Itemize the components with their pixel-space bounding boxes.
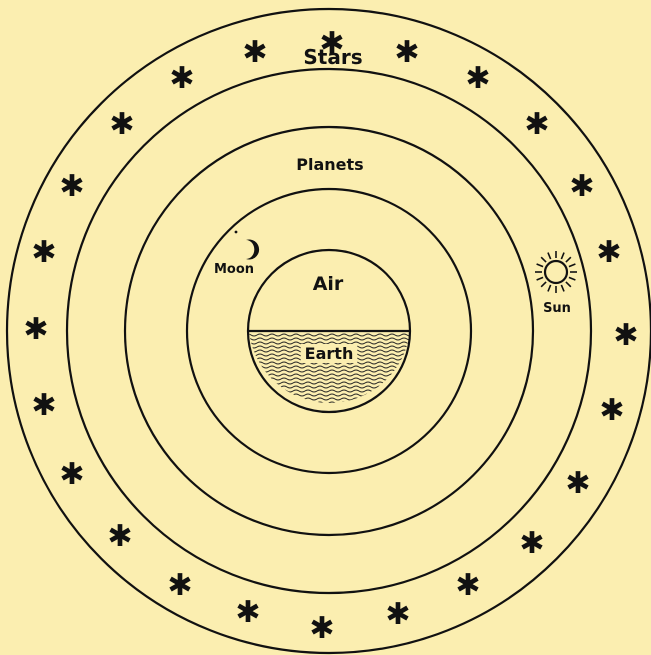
asterisk-star-icon: ✱ [31, 235, 56, 270]
earth-wave-line [245, 366, 425, 368]
asterisk-star-icon: ✱ [59, 457, 84, 492]
earth-wave-line [245, 338, 425, 340]
asterisk-star-icon: ✱ [596, 235, 621, 270]
earth-wave-line [245, 394, 425, 396]
asterisk-star-icon: ✱ [169, 61, 194, 96]
asterisk-star-icon: ✱ [613, 318, 638, 353]
sun-ray [561, 253, 564, 259]
sun-ray [566, 282, 571, 287]
earth-wave-line [245, 402, 425, 404]
asterisk-star-icon: ✱ [235, 595, 260, 630]
sun-ray [541, 282, 546, 287]
asterisk-star-icon: ✱ [465, 61, 490, 96]
asterisk-star-icon: ✱ [167, 568, 192, 603]
sun-ray [537, 264, 543, 267]
crescent-moon-icon [246, 239, 259, 259]
asterisk-star-icon: ✱ [109, 107, 134, 142]
planets-label: Planets [296, 155, 363, 174]
earth-wave-line [245, 334, 425, 336]
moon-label: Moon [214, 262, 254, 277]
sun-label: Sun [543, 301, 571, 316]
stars-label: Stars [303, 45, 362, 69]
asterisk-star-icon: ✱ [309, 611, 334, 646]
sun-ray [569, 277, 575, 280]
sun-ray [548, 253, 551, 259]
earth-wave-line [245, 406, 425, 408]
asterisk-star-icon: ✱ [31, 388, 56, 423]
star-band: ✱✱✱✱✱✱✱✱✱✱✱✱✱✱✱✱✱✱✱✱✱✱✱✱ [23, 26, 638, 646]
asterisk-star-icon: ✱ [455, 568, 480, 603]
asterisk-star-icon: ✱ [107, 519, 132, 554]
asterisk-star-icon: ✱ [59, 169, 84, 204]
asterisk-star-icon: ✱ [385, 597, 410, 632]
sun-ray [541, 257, 546, 262]
asterisk-star-icon: ✱ [394, 35, 419, 70]
asterisk-star-icon: ✱ [569, 169, 594, 204]
asterisk-star-icon: ✱ [565, 466, 590, 501]
asterisk-star-icon: ✱ [519, 526, 544, 561]
earth-label: Earth [305, 344, 354, 363]
asterisk-star-icon: ✱ [599, 393, 624, 428]
earth-wave-line [245, 390, 425, 392]
earth-wave-line [245, 378, 425, 380]
asterisk-star-icon: ✱ [23, 312, 48, 347]
asterisk-star-icon: ✱ [524, 107, 549, 142]
earth-wave-line [245, 398, 425, 400]
sun-ray [548, 285, 551, 291]
sun-ray [566, 257, 571, 262]
sun-ray [537, 277, 543, 280]
sun-ray [561, 285, 564, 291]
radiant-sun-icon [535, 251, 577, 293]
sun-ray [569, 264, 575, 267]
air-label: Air [313, 273, 344, 295]
earth-wave-line [245, 382, 425, 384]
moon-dot [235, 231, 238, 234]
asterisk-star-icon: ✱ [242, 35, 267, 70]
